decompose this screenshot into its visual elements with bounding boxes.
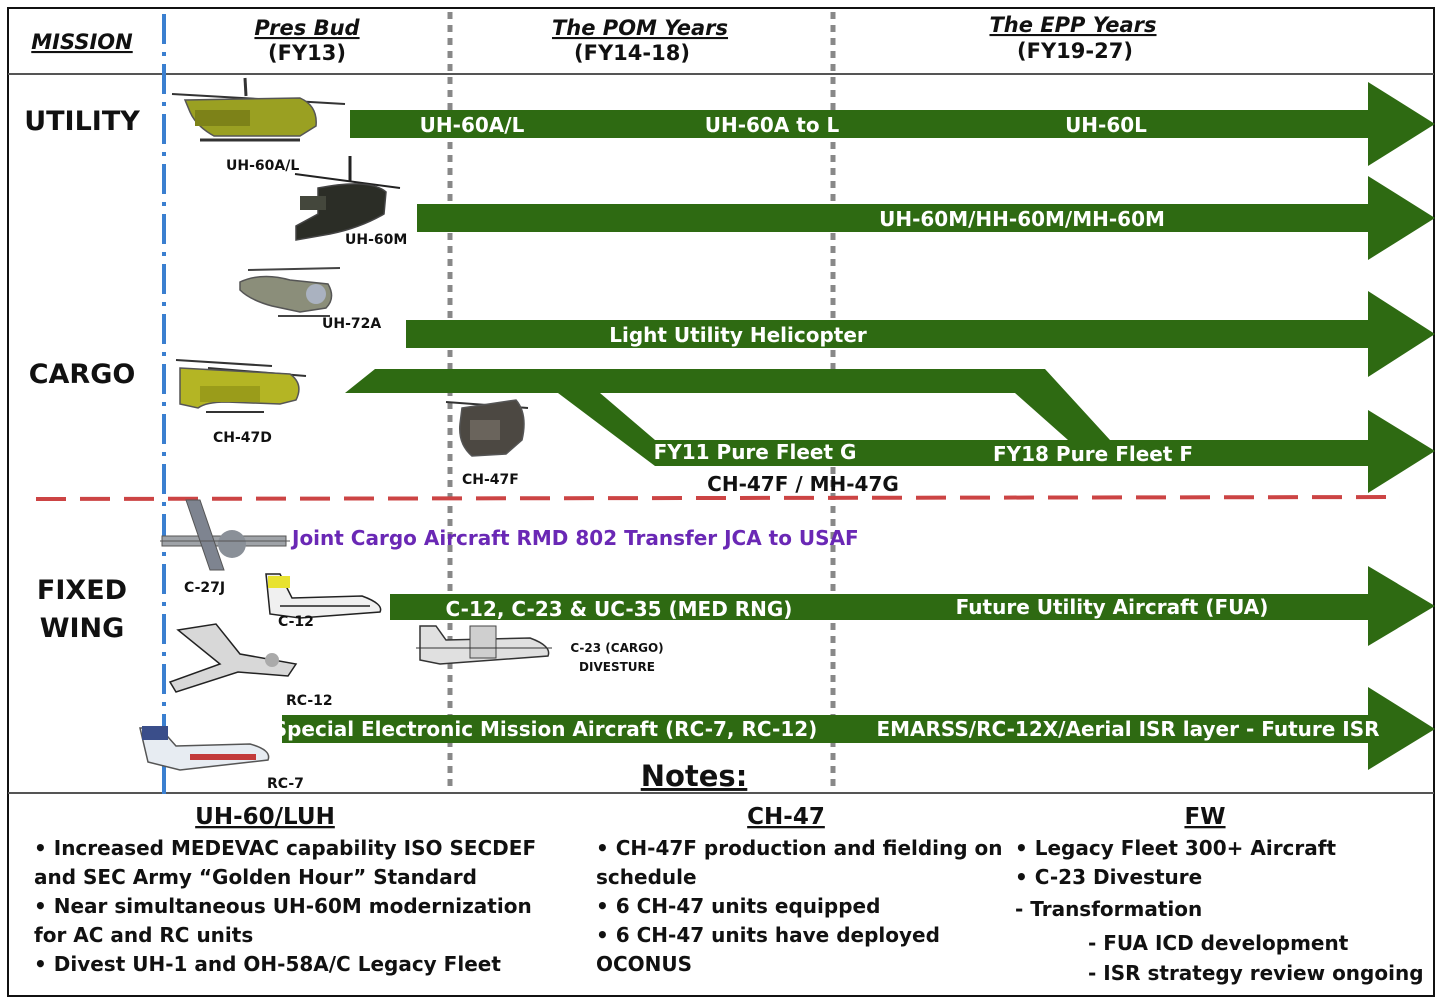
notes-ch47-line: • CH-47F production and fielding on bbox=[596, 836, 1003, 860]
label-rc12: RC-12 bbox=[286, 693, 333, 709]
pom-header: The POM Years bbox=[552, 16, 728, 40]
notes-fw-title: FW bbox=[1184, 804, 1225, 830]
label-ch47d: CH-47D bbox=[213, 430, 272, 446]
pom-fy: (FY14-18) bbox=[574, 41, 690, 65]
arrow-label-c12: C-12, C-23 & UC-35 (MED RNG) bbox=[446, 597, 793, 621]
uh72a-helicopter-icon bbox=[239, 267, 341, 317]
notes-fw-line: - ISR strategy review ongoing bbox=[1088, 961, 1424, 985]
notes-ch47-line: OCONUS bbox=[596, 952, 692, 976]
label-c12: C-12 bbox=[278, 614, 314, 630]
notes-ch47-line: schedule bbox=[596, 865, 697, 889]
notes-uh60-line: • Near simultaneous UH-60M modernization bbox=[34, 894, 532, 918]
label-uh72a: UH-72A bbox=[322, 316, 381, 332]
label-ch47f: CH-47F bbox=[462, 472, 519, 488]
pres-bud-fy: (FY13) bbox=[268, 41, 346, 65]
uh60al-helicopter-icon bbox=[171, 77, 346, 142]
arrow-label-luh: Light Utility Helicopter bbox=[609, 323, 867, 347]
notes-fw-line: - Transformation bbox=[1015, 897, 1202, 921]
pres-bud-header: Pres Bud bbox=[254, 16, 360, 40]
arrow-label-uh60m: UH-60M/HH-60M/MH-60M bbox=[879, 207, 1165, 231]
notes-ch47-line: • 6 CH-47 units equipped bbox=[596, 894, 880, 918]
mission-header: MISSION bbox=[31, 30, 133, 54]
arrow-ch47-gap bbox=[600, 393, 1068, 440]
ch47f-helicopter-icon bbox=[445, 399, 529, 457]
arrow-label-fy11: FY11 Pure Fleet G bbox=[654, 440, 857, 464]
ch47d-helicopter-icon bbox=[175, 359, 307, 413]
notes-heading: Notes: bbox=[641, 759, 748, 793]
c23-aircraft-icon bbox=[416, 625, 552, 665]
label-uh60m: UH-60M bbox=[345, 232, 407, 248]
epp-fy: (FY19-27) bbox=[1017, 39, 1133, 63]
arrow-isr bbox=[282, 687, 1435, 770]
uh60m-helicopter-icon bbox=[294, 156, 401, 241]
label-c27j: C-27J bbox=[184, 580, 225, 596]
notes-uh60-line: and SEC Army “Golden Hour” Standard bbox=[34, 865, 477, 889]
notes-ch47-title: CH-47 bbox=[747, 804, 825, 830]
mission-utility: UTILITY bbox=[24, 106, 140, 137]
arrow-uh60al bbox=[350, 82, 1435, 166]
arrow-luh bbox=[406, 291, 1435, 377]
label-c23: C-23 (CARGO) bbox=[570, 641, 663, 655]
notes-uh60-line: • Increased MEDEVAC capability ISO SECDE… bbox=[34, 836, 536, 860]
rc7-aircraft-icon bbox=[139, 726, 270, 771]
notes-uh60-line: • Divest UH-1 and OH-58A/C Legacy Fleet bbox=[34, 952, 501, 976]
mission-wing: WING bbox=[40, 613, 125, 644]
ch47f-mh47g-label: CH-47F / MH-47G bbox=[707, 472, 899, 496]
label-c23-divesture: DIVESTURE bbox=[579, 660, 655, 674]
arrow-label-fua: Future Utility Aircraft (FUA) bbox=[956, 595, 1269, 619]
epp-header: The EPP Years bbox=[989, 13, 1156, 37]
notes-uh60-line: for AC and RC units bbox=[34, 923, 253, 947]
mission-cargo: CARGO bbox=[29, 359, 136, 390]
rotary-fixed-divider bbox=[35, 495, 1401, 501]
jca-transfer-text: Joint Cargo Aircraft RMD 802 Transfer JC… bbox=[290, 526, 859, 550]
notes-ch47-line: • 6 CH-47 units have deployed bbox=[596, 923, 940, 947]
mission-fixed: FIXED bbox=[37, 575, 127, 606]
label-uh60al: UH-60A/L bbox=[226, 158, 299, 174]
arrow-label-semA: Special Electronic Mission Aircraft (RC-… bbox=[273, 717, 818, 741]
arrow-label-uh60a-to-l: UH-60A to L bbox=[705, 113, 840, 137]
arrow-label-fy18: FY18 Pure Fleet F bbox=[993, 442, 1193, 466]
notes-uh60-title: UH-60/LUH bbox=[195, 804, 335, 830]
arrow-fua bbox=[390, 566, 1435, 646]
c12-aircraft-icon bbox=[265, 573, 382, 619]
frame bbox=[7, 7, 1435, 997]
rc12-aircraft-icon bbox=[168, 623, 298, 693]
arrow-label-uh60l: UH-60L bbox=[1065, 113, 1147, 137]
notes-fw-line: • C-23 Divesture bbox=[1015, 865, 1202, 889]
notes-fw-line: • Legacy Fleet 300+ Aircraft bbox=[1015, 836, 1336, 860]
c27j-aircraft-icon bbox=[160, 499, 290, 571]
arrow-label-uh60al: UH-60A/L bbox=[420, 113, 525, 137]
arrow-label-emarss: EMARSS/RC-12X/Aerial ISR layer - Future … bbox=[876, 717, 1379, 741]
label-rc7: RC-7 bbox=[267, 776, 304, 792]
arrow-uh60m bbox=[417, 176, 1435, 260]
notes-fw-line: - FUA ICD development bbox=[1088, 931, 1349, 955]
